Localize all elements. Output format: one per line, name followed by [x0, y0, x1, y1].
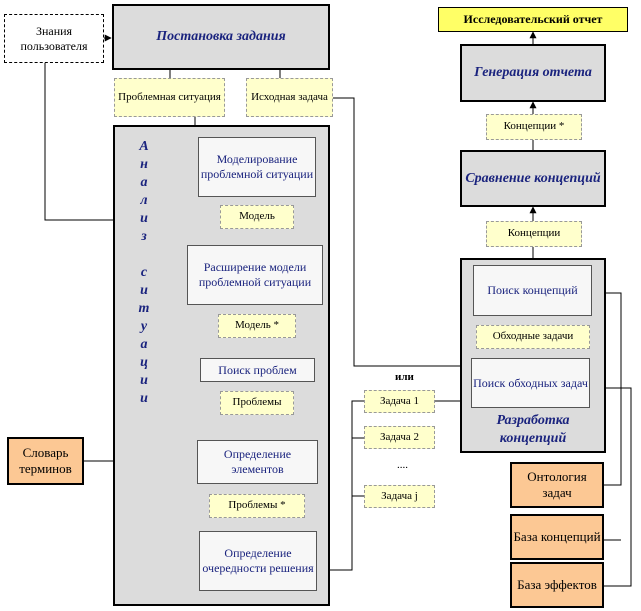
initial-task-note: Исходная задача: [246, 78, 333, 117]
dictionary-box: Словарь терминов: [7, 437, 84, 485]
extension-box: Расширение модели проблемной ситуации: [187, 245, 323, 305]
element-definition-box: Определение элементов: [197, 440, 318, 484]
workaround-search-label: Поиск обходных задач: [473, 375, 588, 390]
concepts-label: Концепции: [507, 227, 561, 240]
line-order-to-tasks: [317, 400, 364, 571]
or-label: или: [395, 371, 414, 383]
modeling-box: Моделирование проблемной ситуации: [198, 137, 316, 197]
concept-comparison-box: Сравнение концепций: [460, 150, 606, 207]
line-resources-to-bus: [604, 292, 622, 486]
concept-search-label: Поиск концепций: [487, 283, 578, 297]
problems-note: Проблемы: [220, 391, 294, 415]
modeling-label: Моделирование проблемной ситуации: [200, 152, 314, 181]
order-definition-box: Определение очередности решения: [199, 531, 317, 591]
initial-task-label: Исходная задача: [251, 90, 328, 103]
concept-base-box: База концепций: [510, 514, 604, 560]
taskj-note: Задача j: [364, 485, 435, 508]
concept-search-box: Поиск концепций: [473, 265, 592, 316]
workaround-tasks-label: Обходные задачи: [492, 330, 574, 343]
element-definition-label: Определение элементов: [223, 447, 292, 476]
task2-note: Задача 2: [364, 426, 435, 449]
problems-label: Проблемы: [232, 396, 282, 409]
taskj-label: Задача j: [381, 489, 418, 502]
problem-situation-label: Проблемная ситуация: [118, 90, 221, 103]
tick-effects-base: [604, 387, 632, 587]
model-label: Модель: [239, 210, 275, 223]
effects-base-label: База эффектов: [517, 576, 597, 592]
workaround-search-box: Поиск обходных задач: [471, 358, 590, 408]
report-generation-label: Генерация отчета: [474, 65, 592, 81]
workaround-tasks-note: Обходные задачи: [476, 325, 590, 349]
concepts-note: Концепции: [486, 221, 582, 247]
problems-star-note: Проблемы *: [209, 494, 305, 518]
concept-base-label: База концепций: [513, 528, 601, 544]
model-note: Модель: [220, 205, 294, 229]
task1-label: Задача 1: [379, 394, 420, 407]
report-generation-box: Генерация отчета: [460, 44, 606, 102]
effects-base-box: База эффектов: [510, 562, 604, 608]
problems-star-label: Проблемы *: [228, 499, 286, 512]
extension-label: Расширение модели проблемной ситуации: [198, 260, 312, 289]
task2-label: Задача 2: [379, 430, 420, 443]
concept-development-label: Разработка концепций: [496, 413, 570, 446]
model-star-label: Модель *: [235, 319, 279, 332]
dictionary-label: Словарь терминов: [19, 444, 72, 476]
task1-note: Задача 1: [364, 390, 435, 413]
problem-search-label: Поиск проблем: [218, 362, 297, 377]
problem-situation-note: Проблемная ситуация: [114, 78, 225, 117]
model-star-note: Модель *: [218, 314, 296, 338]
problem-statement-box: Постановка задания: [112, 4, 330, 70]
concept-comparison-label: Сравнение концепций: [465, 170, 601, 186]
user-knowledge-box: Знания пользователя: [4, 14, 104, 63]
concepts-star-label: Концепции *: [503, 120, 565, 133]
research-report-label: Исследовательский отчет: [463, 12, 603, 26]
tasks-ellipsis: ....: [397, 459, 408, 471]
problem-statement-label: Постановка задания: [156, 29, 286, 45]
concepts-star-note: Концепции *: [486, 114, 582, 140]
ontology-label: Онтология задач: [527, 468, 587, 500]
arrow-task-to-workaround: [333, 97, 472, 370]
problem-search-box: Поиск проблем: [200, 358, 315, 382]
user-knowledge-label: Знания пользователя: [20, 23, 88, 53]
order-definition-label: Определение очередности решения: [202, 546, 314, 575]
research-report-box: Исследовательский отчет: [438, 7, 628, 32]
ontology-box: Онтология задач: [510, 462, 604, 508]
